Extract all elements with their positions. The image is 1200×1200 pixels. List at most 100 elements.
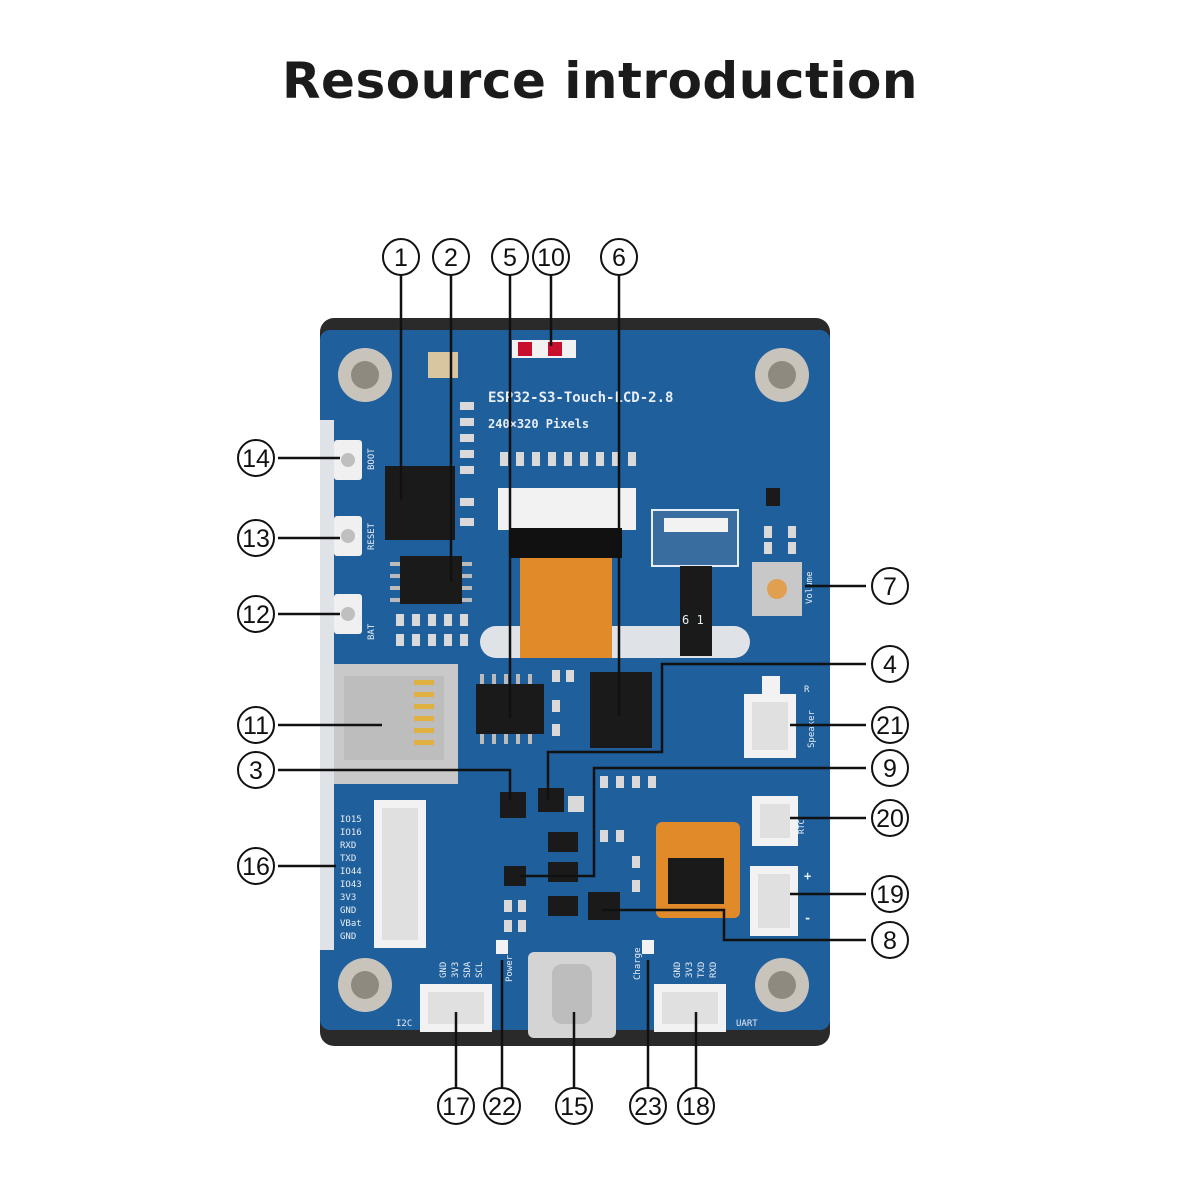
callout-number: 7 — [883, 573, 897, 601]
passive-grid — [396, 614, 468, 646]
callout-number: 6 — [612, 244, 626, 272]
page-title: Resource introduction — [282, 52, 918, 110]
callout-22: 22 — [483, 1087, 521, 1125]
i2c-pin-label: SDA — [463, 961, 473, 978]
callout-number: 15 — [560, 1093, 588, 1121]
callout-number: 12 — [242, 601, 270, 629]
callout-21: 21 — [871, 706, 909, 744]
uart-pin-labels: GND 3V3 TXD RXD — [673, 962, 719, 978]
leader-9 — [520, 766, 866, 878]
chip-esp32s3 — [385, 466, 455, 540]
volume-label: Volume — [805, 571, 815, 604]
callout-13: 13 — [237, 519, 275, 557]
callout-number: 19 — [876, 881, 904, 909]
reset-label: RESET — [367, 522, 377, 550]
board-resolution-label: 240×320 Pixels — [488, 417, 589, 431]
mounting-hole-top-right — [755, 348, 809, 402]
fpc-latch — [510, 528, 622, 558]
callout-17: 17 — [437, 1087, 475, 1125]
bat-plus-label: + — [804, 869, 811, 883]
callout-number: 22 — [488, 1093, 516, 1121]
callout-6: 6 — [600, 238, 638, 276]
callout-10: 10 — [532, 238, 570, 276]
callout-number: 11 — [243, 712, 269, 740]
power-led — [496, 940, 508, 954]
power-led-label: Power — [505, 954, 515, 982]
callout-3: 3 — [237, 751, 275, 789]
sd-contacts — [414, 680, 434, 745]
callout-number: 21 — [876, 712, 904, 740]
callout-18: 18 — [677, 1087, 715, 1125]
callout-number: 18 — [682, 1093, 710, 1121]
passives-lower — [504, 776, 656, 932]
callout-number: 17 — [442, 1093, 470, 1121]
leader-lines — [278, 274, 866, 1088]
passives-right — [764, 526, 796, 554]
callout-9: 9 — [871, 749, 909, 787]
callout-number: 9 — [883, 755, 897, 783]
callout-number: 20 — [876, 805, 904, 833]
i2c-label: I2C — [396, 1019, 412, 1029]
speaker-r-label: R — [804, 685, 810, 695]
uart-pin-label: 3V3 — [685, 962, 695, 978]
codec-pins — [480, 674, 532, 744]
touch-flex-cable — [680, 566, 712, 656]
passive-row-top — [500, 452, 636, 466]
callout-19: 19 — [871, 875, 909, 913]
pwr-label: PWR — [355, 609, 365, 626]
charge-led — [642, 940, 654, 954]
power-chips — [504, 832, 620, 920]
screen-edge — [320, 420, 334, 950]
rtc-label: RTC — [797, 819, 806, 834]
power-button[interactable] — [334, 594, 362, 634]
callout-2: 2 — [432, 238, 470, 276]
i2c-pin-label: SCL — [475, 962, 485, 978]
board-name-label: ESP32-S3-Touch-LCD-2.8 — [488, 390, 673, 406]
fpc-marks: 6 1 — [682, 613, 704, 627]
mounting-hole-bottom-right — [755, 958, 809, 1012]
callout-14: 14 — [237, 439, 275, 477]
gpio-pin-label: TXD — [340, 854, 356, 864]
callout-number: 1 — [394, 244, 408, 272]
callout-5: 5 — [491, 238, 529, 276]
callout-number: 23 — [634, 1093, 662, 1121]
callout-15: 15 — [555, 1087, 593, 1125]
boot-label: BOOT — [367, 448, 377, 470]
chip-audio-amp — [590, 672, 652, 748]
leader-3 — [278, 768, 512, 800]
callout-number: 4 — [883, 651, 897, 679]
gpio-pin-label: IO43 — [340, 880, 362, 890]
chip-pmic — [668, 858, 724, 904]
uart-pin-label: GND — [673, 962, 683, 978]
callout-number: 5 — [503, 244, 517, 272]
display-fpc-connector — [498, 488, 636, 530]
i2c-pin-label: 3V3 — [451, 962, 461, 978]
callout-23: 23 — [629, 1087, 667, 1125]
callout-12: 12 — [237, 595, 275, 633]
callout-number: 13 — [242, 525, 270, 553]
uart-label: UART — [736, 1019, 758, 1029]
gpio-pin-label: IO16 — [340, 828, 362, 838]
passive-column-1 — [460, 402, 474, 526]
uart-pin-label: RXD — [709, 962, 719, 978]
callout-1: 1 — [382, 238, 420, 276]
gpio-pin-label: IO15 — [340, 815, 362, 825]
gpio-pin-label: RXD — [340, 841, 356, 851]
callout-number: 16 — [242, 853, 270, 881]
i2c-pin-labels: GND 3V3 SDA SCL — [439, 961, 485, 978]
callout-8: 8 — [871, 921, 909, 959]
reset-button[interactable] — [334, 516, 362, 556]
passives-mid — [552, 670, 574, 736]
mounting-hole-bottom-left — [338, 958, 392, 1012]
transistor-top-right — [766, 488, 780, 506]
leader-4 — [546, 662, 866, 800]
boot-button[interactable] — [334, 440, 362, 480]
callout-number: 2 — [444, 244, 458, 272]
callout-number: 8 — [883, 927, 897, 955]
gpio-pin-label: GND — [340, 932, 356, 942]
speaker-label: Speaker — [807, 709, 817, 748]
gpio-pin-label: GND — [340, 906, 356, 916]
chip-rtc — [538, 788, 564, 812]
callout-number: 3 — [249, 757, 263, 785]
